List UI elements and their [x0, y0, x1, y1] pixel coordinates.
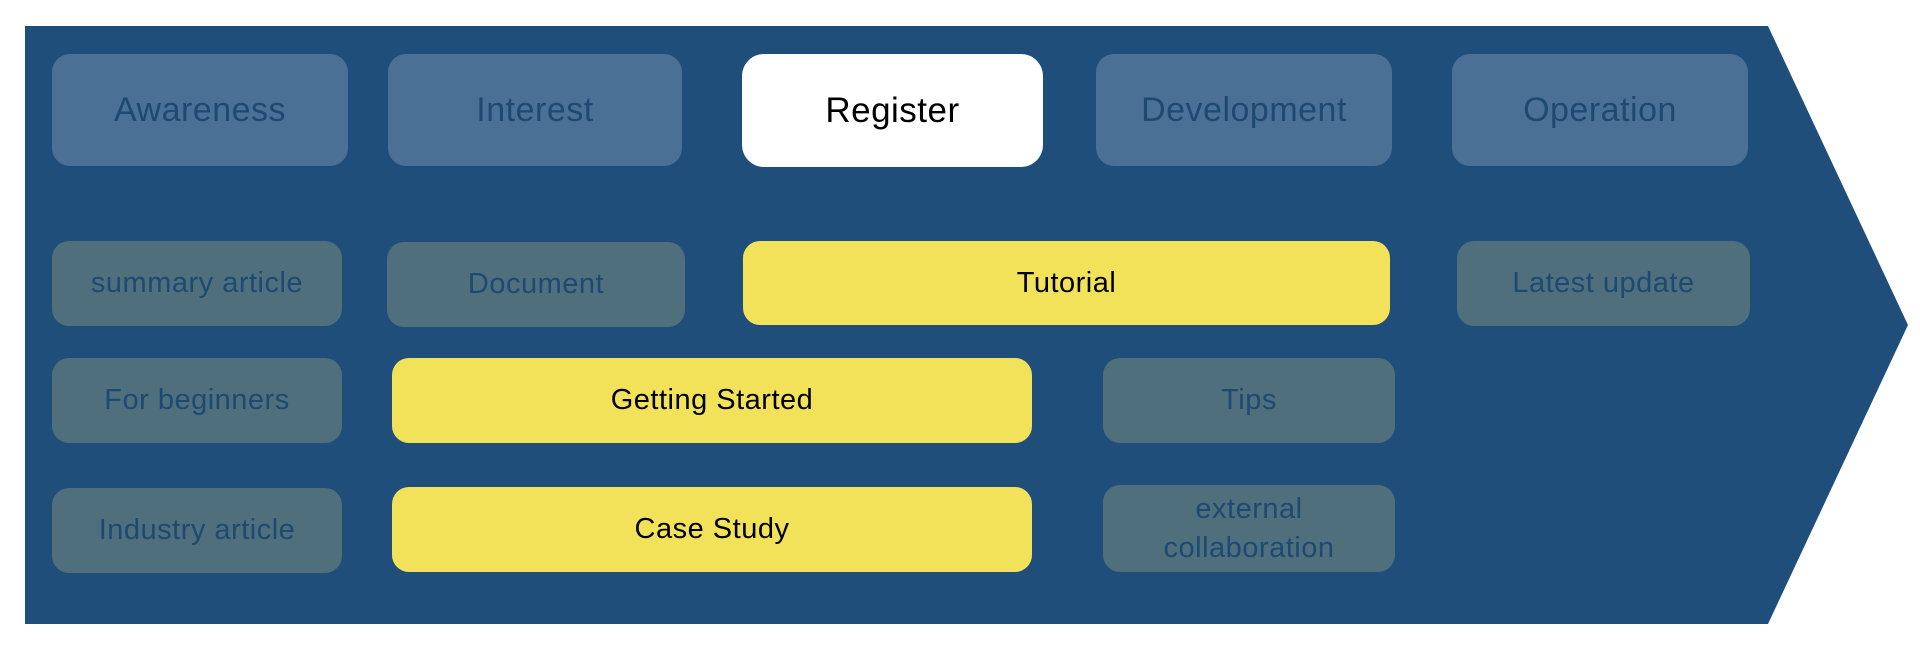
content-latest-update: Latest update [1457, 241, 1750, 326]
content-external-collaboration: external collaboration [1103, 485, 1395, 572]
stage-register: Register [742, 54, 1043, 167]
content-tips: Tips [1103, 358, 1395, 443]
content-case-study: Case Study [392, 487, 1032, 572]
content-industry-article: Industry article [52, 488, 342, 573]
content-tutorial: Tutorial [743, 241, 1390, 325]
stage-development: Development [1096, 54, 1392, 166]
stage-operation: Operation [1452, 54, 1748, 166]
content-document: Document [387, 242, 685, 327]
content-summary-article: summary article [52, 241, 342, 326]
stage-awareness: Awareness [52, 54, 348, 166]
right-arrow-polygon [25, 26, 1908, 624]
content-for-beginners: For beginners [52, 358, 342, 443]
stage-interest: Interest [388, 54, 682, 166]
content-getting-started: Getting Started [392, 358, 1032, 443]
